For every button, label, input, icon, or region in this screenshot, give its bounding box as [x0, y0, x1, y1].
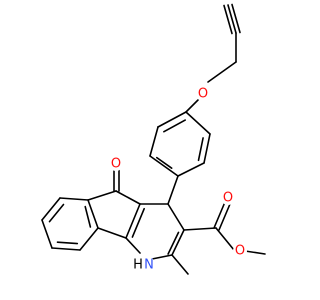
- ketone-oxygen-mask: [109, 157, 123, 171]
- propargyl-bond-2: [207, 61, 237, 83]
- phenyl-to-c4: [167, 175, 179, 205]
- alkyne-bond-1: [223, 4, 233, 35]
- ester-bond-c3: [183, 227, 217, 231]
- phenyl-bond-1: [185, 111, 211, 135]
- ketone-oxygen-label: O: [111, 157, 121, 172]
- ester-bond-ome: [244, 250, 266, 255]
- ether-oxygen-mask: [196, 87, 210, 101]
- benzo-inner-2: [56, 241, 79, 245]
- nh-nitrogen-label: N: [144, 258, 154, 273]
- phenyl-inner-1: [197, 137, 204, 162]
- five-ring-bond-4: [97, 227, 127, 239]
- alkyne-bond-3: [231, 3, 241, 34]
- five-ring-bond-2: [87, 190, 117, 201]
- ether-oxygen-label: O: [198, 87, 208, 102]
- phenyl-bond-3: [177, 162, 205, 177]
- nh-hydrogen-label: H: [133, 258, 143, 273]
- benzo-bond-4: [51, 247, 81, 251]
- ether-bond: [185, 99, 199, 113]
- five-ring-bond-1: [115, 190, 141, 205]
- ester-carbonyl-oxygen-mask: [221, 191, 235, 205]
- bonds: [41, 3, 266, 275]
- benzo-inner-3: [84, 205, 92, 228]
- phenyl-bond-4: [149, 155, 179, 177]
- methyl-bond: [171, 254, 189, 275]
- atom-labels: O O O O H N: [109, 87, 247, 273]
- ring-bond-n-c9a: [125, 237, 141, 254]
- benzo-bond-1: [59, 197, 89, 201]
- ring-bond-c3-c2: [171, 229, 185, 256]
- phenyl-bond-5: [149, 126, 159, 157]
- ring-bond-c2-n: [151, 254, 173, 260]
- benzo-bond-3: [41, 219, 53, 249]
- benzo-bond-2: [41, 197, 61, 221]
- phenyl-bond-2: [203, 133, 211, 164]
- alkyne-bond-2: [227, 4, 237, 34]
- ester-bond-o: [215, 227, 235, 251]
- benzo-bond-5: [79, 227, 99, 251]
- phenyl-bond-6: [157, 111, 187, 128]
- ester-carbonyl-2: [218, 203, 231, 231]
- ester-carbonyl-1: [213, 201, 226, 229]
- ring-bond-c4-c3: [167, 203, 185, 231]
- five-ring-bond-3: [87, 199, 99, 229]
- benzo-inner-1: [48, 203, 65, 223]
- ring-bond-c9a-c4a: [125, 203, 141, 239]
- phenyl-inner-3: [163, 119, 186, 133]
- nh-mask: [138, 255, 154, 271]
- phenyl-inner-2: [156, 156, 173, 169]
- molecule-structure: O O O O H N: [41, 3, 266, 275]
- ring-bond-c9a-c4a-inner: [131, 207, 145, 238]
- ester-oxygen-label: O: [235, 244, 245, 259]
- ester-oxygen-mask: [233, 244, 247, 258]
- ring-bond-c3-c2-inner: [167, 231, 180, 255]
- ester-carbonyl-oxygen-label: O: [223, 191, 233, 206]
